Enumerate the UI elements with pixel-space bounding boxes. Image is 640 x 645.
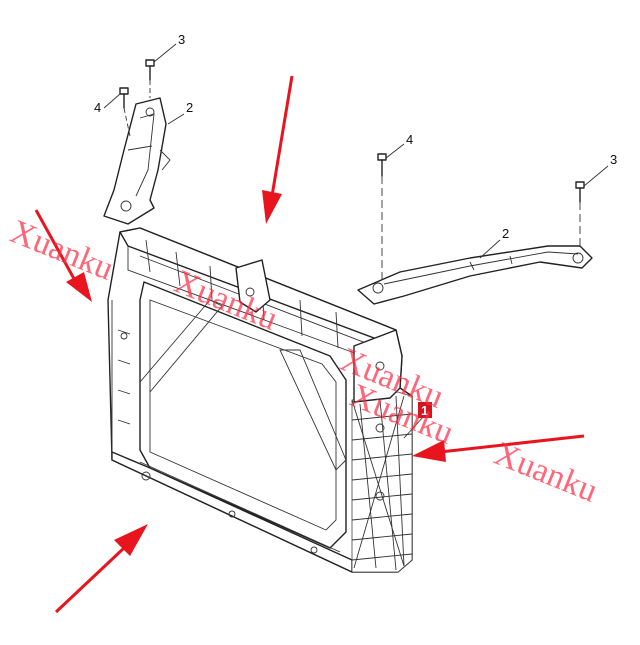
callout-1: 1 <box>421 403 428 418</box>
callout-1-box <box>418 402 432 418</box>
callout-4-left: 4 <box>94 100 101 115</box>
bolt-item-3-left <box>145 59 155 98</box>
bolt-item-3-right <box>575 181 585 250</box>
red-arrows <box>34 75 585 614</box>
right-brace-bracket <box>357 245 593 305</box>
bolt-item-4-right <box>377 153 387 280</box>
arrow-down-top <box>262 75 294 224</box>
arrow-bottom-diagonal <box>54 524 148 614</box>
callout-3-left: 3 <box>178 32 185 47</box>
watermark-text: Xuanku <box>489 435 603 510</box>
callout-3-right: 3 <box>610 152 617 167</box>
radiator-support-frame <box>107 227 413 573</box>
callout-2-right: 2 <box>502 226 509 241</box>
arrow-right-pointing-left <box>412 434 585 462</box>
callout-2-left: 2 <box>186 100 193 115</box>
callout-4-right: 4 <box>406 132 413 147</box>
callout-leaders <box>103 43 609 439</box>
watermark-text: Xuanku <box>5 213 119 288</box>
left-brace-bracket <box>103 97 171 225</box>
bolt-item-4-left <box>119 87 131 137</box>
arrow-left-diagonal <box>34 209 92 302</box>
